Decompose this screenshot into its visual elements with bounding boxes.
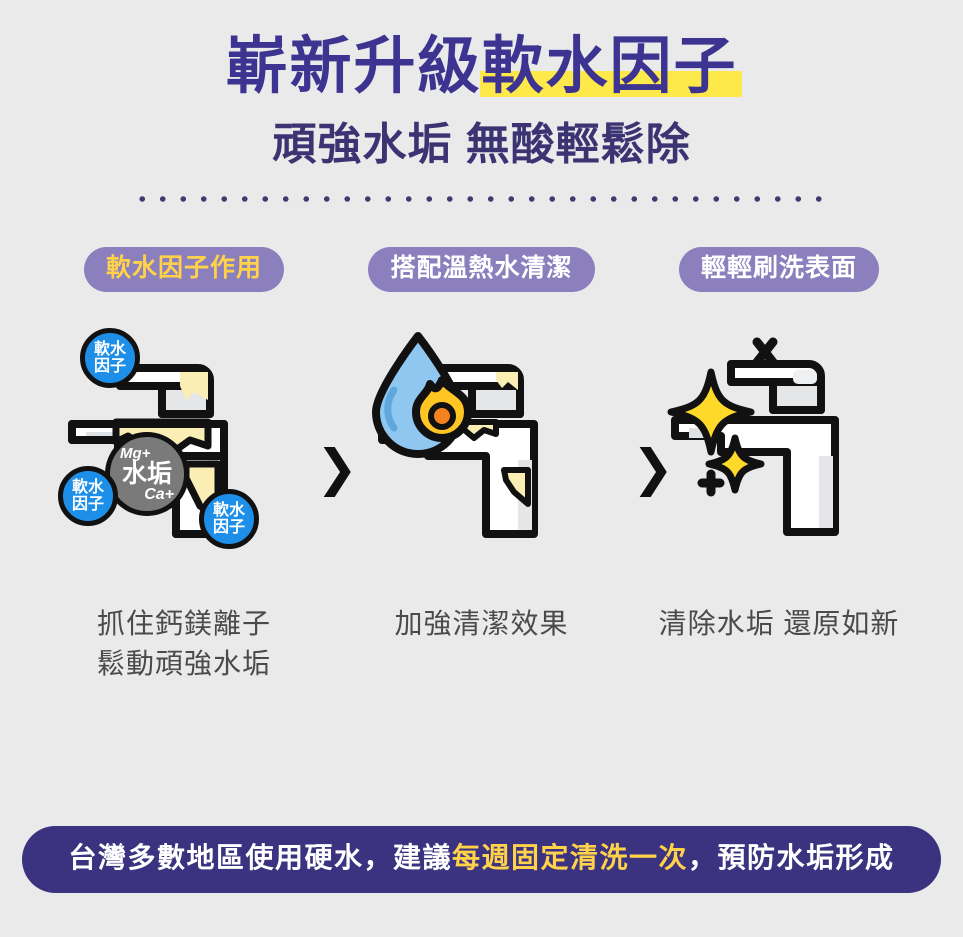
page-title: 嶄新升級軟水因子 xyxy=(225,32,742,101)
softener-bubble-line1: 軟水 xyxy=(93,341,126,359)
step-2-pill-label: 搭配溫熱水清潔 xyxy=(368,247,595,293)
softener-bubble-line2: 因子 xyxy=(71,496,104,514)
banner-text-before: 台灣多數地區使用硬水，建議 xyxy=(68,842,452,874)
bottom-banner: 台灣多數地區使用硬水，建議每週固定清洗一次，預防水垢形成 xyxy=(22,826,941,893)
step-1-caption-line1: 抓住鈣鎂離子 xyxy=(96,608,271,640)
step-3: 輕輕刷洗表面 xyxy=(653,247,905,684)
limescale-blob: Mg+ 水垢 Ca+ xyxy=(105,432,189,517)
softener-bubble-line2: 因子 xyxy=(212,519,245,537)
dotted-divider xyxy=(131,195,832,204)
bottom-banner-wrap: 台灣多數地區使用硬水，建議每週固定清洗一次，預防水垢形成 xyxy=(0,826,963,893)
softener-bubble-1: 軟水 因子 xyxy=(80,328,140,389)
limescale-ca-label: Ca+ xyxy=(144,486,174,504)
banner-text-accent: 每週固定清洗一次 xyxy=(451,842,688,874)
step-2-illustration xyxy=(356,328,608,560)
step-1-pill-label: 軟水因子作用 xyxy=(83,247,284,293)
header: 嶄新升級軟水因子 頑強水垢 無酸輕鬆除 xyxy=(0,0,963,204)
softener-bubble-line1: 軟水 xyxy=(71,479,104,497)
step-1-caption: 抓住鈣鎂離子 鬆動頑強水垢 xyxy=(97,604,271,684)
step-2: 搭配溫熱水清潔 xyxy=(356,247,608,684)
step-1: 軟水因子作用 xyxy=(58,247,310,684)
title-plain-text: 嶄新升級 xyxy=(225,32,482,101)
banner-text-after: ，預防水垢形成 xyxy=(688,842,895,874)
softener-bubble-line2: 因子 xyxy=(93,358,126,376)
step-3-pill-label: 輕輕刷洗表面 xyxy=(678,247,879,293)
step-2-caption-line1: 加強清潔效果 xyxy=(394,608,569,640)
step-1-caption-line2: 鬆動頑強水垢 xyxy=(96,648,271,680)
faucet-warm-water-icon xyxy=(371,332,538,539)
clean-faucet-sparkle-icon xyxy=(667,337,839,537)
page-subtitle: 頑強水垢 無酸輕鬆除 xyxy=(272,120,691,170)
softener-bubble-line1: 軟水 xyxy=(212,502,245,520)
step-3-illustration xyxy=(653,328,905,560)
steps-row: 軟水因子作用 xyxy=(0,247,963,684)
step-arrow-1: ❯ xyxy=(316,439,358,498)
softener-bubble-2: 軟水 因子 xyxy=(58,466,118,527)
step-arrow-2: ❯ xyxy=(632,439,674,498)
title-highlight-text: 軟水因子 xyxy=(479,32,742,101)
softener-bubble-3: 軟水 因子 xyxy=(199,489,259,550)
limescale-center-label: 水垢 xyxy=(121,459,172,488)
limescale-mg-label: Mg+ xyxy=(120,444,151,462)
step-3-caption: 清除水垢 還原如新 xyxy=(659,604,900,644)
step-2-caption: 加強清潔效果 xyxy=(394,604,568,644)
step-1-illustration: Mg+ 水垢 Ca+ 軟水 因子 軟水 因子 軟水 因子 xyxy=(58,328,310,560)
step-3-caption-line1: 清除水垢 還原如新 xyxy=(658,608,900,640)
